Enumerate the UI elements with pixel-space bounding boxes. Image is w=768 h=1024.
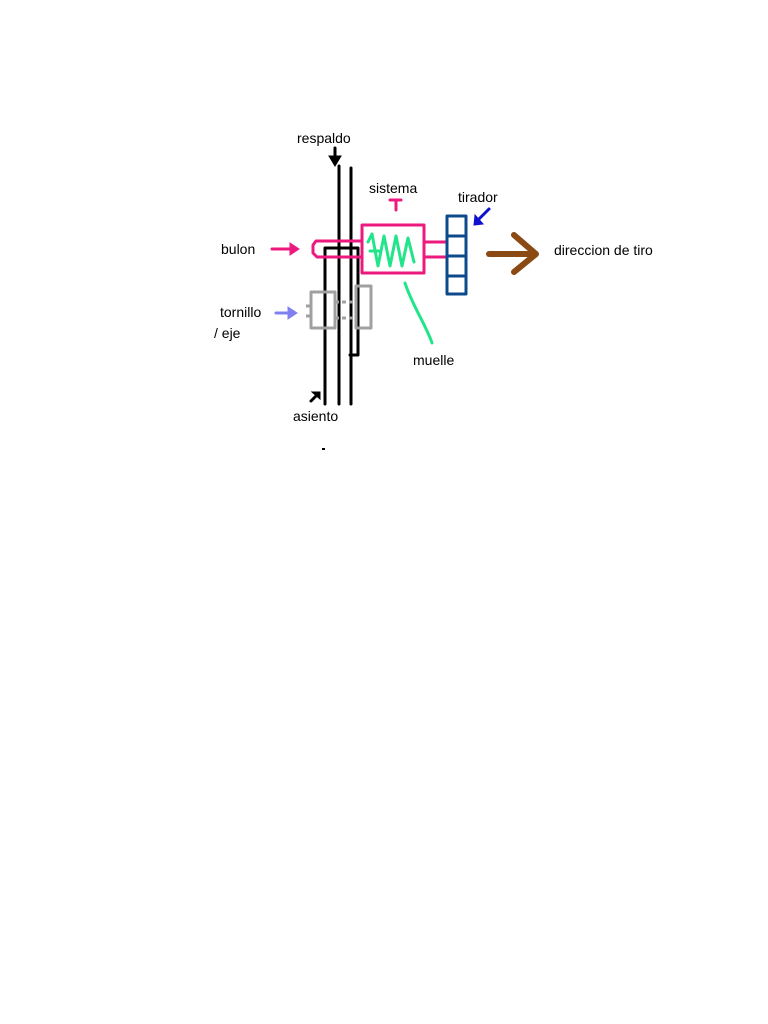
bulon-pin: [311, 239, 364, 259]
screw: [306, 284, 373, 330]
frame: [323, 164, 360, 406]
stray-mark: [322, 448, 325, 450]
asiento-arrow: [309, 391, 321, 403]
respaldo-arrow: [328, 146, 342, 167]
tornillo-label: tornillo: [220, 304, 262, 320]
bulon-arrow: [270, 242, 300, 256]
tirador-arrow: [473, 207, 491, 226]
respaldo-label: respaldo: [297, 130, 351, 146]
tirador-handle: [445, 214, 468, 296]
direccion-arrow: [486, 232, 539, 275]
eje-label: / eje: [214, 325, 241, 341]
muelle-label: muelle: [413, 352, 455, 368]
bulon-system: [311, 223, 449, 275]
spring: [366, 232, 416, 268]
direccion-label: direccion de tiro: [554, 242, 653, 258]
spring-housing: [360, 223, 426, 275]
sistema-arrow: [388, 198, 403, 212]
muelle-pointer: [403, 281, 434, 345]
asiento-label: asiento: [293, 408, 339, 424]
bulon-label: bulon: [221, 241, 256, 257]
seat-bracket: [323, 246, 360, 406]
tornillo-arrow: [274, 306, 298, 320]
sistema-label: sistema: [369, 180, 418, 196]
tirador-label: tirador: [458, 189, 498, 205]
